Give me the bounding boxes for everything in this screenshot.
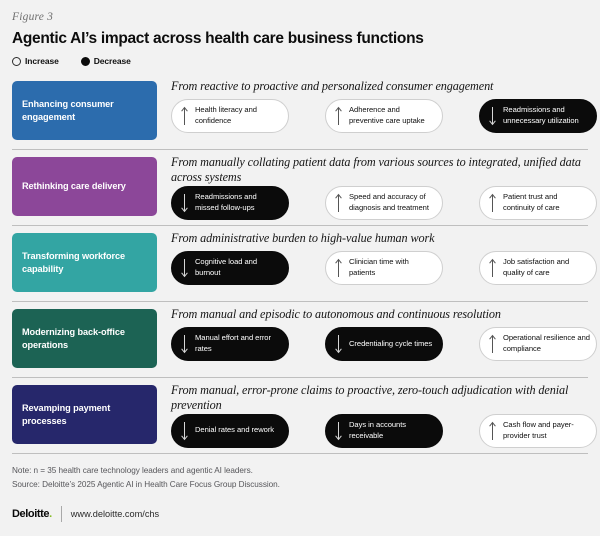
category-block-revamping-payment-processes[interactable]: Revamping payment processes [12,385,157,444]
impact-pill-label: Adherence and preventive care uptake [349,105,425,125]
shift-statement: From manually collating patient data fro… [171,155,581,184]
impact-pill-increase[interactable]: Clinician time with patients [325,250,443,285]
impact-pill-increase[interactable]: Job satisfaction and quality of care [479,250,597,285]
arrow-up-icon [335,106,342,125]
impact-pill-decrease[interactable]: Readmissions and missed follow-ups [171,185,289,220]
shift-statement: From manual and episodic to autonomous a… [171,307,501,321]
category-label: Modernizing back-office operations [22,327,125,350]
arrow-down-icon [335,421,342,440]
table-row: Rethinking care delivery From manually c… [12,149,597,225]
arrow-up-icon [489,334,496,353]
deloitte-logo: Deloitte. [12,508,52,520]
arrow-down-icon [181,334,188,354]
impact-pill-label: Credentialing cycle times [349,338,433,348]
category-label: Enhancing consumer engagement [22,99,114,122]
impact-pill-decrease[interactable]: Days in accounts receivable [325,413,443,448]
row-body: From administrative burden to high-value… [157,226,597,285]
impact-pill-label: Days in accounts receivable [349,420,407,440]
deloitte-wordmark: Deloitte [12,507,50,520]
rows-container: Enhancing consumer engagement From react… [12,74,597,454]
impact-pill-increase[interactable]: Patient trust and continuity of care [479,185,597,220]
impact-pill-increase[interactable]: Operational resilience and compliance [479,326,597,361]
category-label: Revamping payment processes [22,403,111,426]
divider [60,505,62,522]
category-label: Rethinking care delivery [22,181,126,192]
note-line: Note: n = 35 health care technology lead… [12,466,253,475]
impact-pill-label: Manual effort and error rates [195,333,271,353]
impact-pill-increase[interactable]: Cash flow and payer-provider trust [479,413,597,448]
row-body: From reactive to proactive and personali… [157,74,597,133]
arrow-up-icon [489,193,496,212]
impact-pill-decrease[interactable]: Readmissions and unnecessary utilization [479,98,597,133]
figure-title: Agentic AI’s impact across health care b… [12,30,424,47]
legend-item-decrease[interactable]: Decrease [80,56,131,66]
pill-group: Health literacy and confidence Adherence… [171,98,597,133]
category-block-transforming-workforce-capability[interactable]: Transforming workforce capability [12,233,157,292]
legend: Increase Decrease [12,56,588,66]
row-body: From manually collating patient data fro… [157,150,597,220]
impact-pill-label: Health literacy and confidence [195,105,257,125]
pill-group: Manual effort and error rates Credential… [171,326,597,361]
impact-pill-decrease[interactable]: Credentialing cycle times [325,326,443,361]
impact-pill-decrease[interactable]: Denial rates and rework [171,413,289,448]
arrow-down-icon [335,334,342,354]
deloitte-green-dot: . [49,507,52,520]
footnotes: Note: n = 35 health care technology lead… [12,464,588,493]
impact-pill-label: Patient trust and continuity of care [503,192,560,212]
impact-pill-label: Speed and accuracy of diagnosis and trea… [349,192,429,212]
impact-pill-increase[interactable]: Speed and accuracy of diagnosis and trea… [325,185,443,220]
category-label: Transforming workforce capability [22,251,125,274]
impact-pill-label: Cash flow and payer-provider trust [503,420,574,440]
legend-item-increase[interactable]: Increase [12,56,59,66]
pill-group: Readmissions and missed follow-ups Speed… [171,185,597,220]
legend-label-increase: Increase [25,56,59,66]
arrow-down-icon [181,421,188,440]
impact-pill-increase[interactable]: Adherence and preventive care uptake [325,98,443,133]
impact-pill-label: Readmissions and unnecessary utilization [503,105,579,125]
arrow-down-icon [489,106,496,126]
impact-pill-increase[interactable]: Health literacy and confidence [171,98,289,133]
impact-pill-label: Denial rates and rework [195,425,275,435]
figure-label: Figure 3 [12,11,54,23]
table-row: Transforming workforce capability From a… [12,225,597,301]
arrow-up-icon [489,421,496,440]
arrow-down-icon [181,193,188,212]
arrow-up-icon [335,193,342,212]
shift-statement: From reactive to proactive and personali… [171,79,494,93]
table-row: Enhancing consumer engagement From react… [12,74,597,149]
impact-pill-decrease[interactable]: Cognitive load and burnout [171,250,289,285]
impact-pill-label: Operational resilience and compliance [503,333,590,353]
table-row: Revamping payment processes From manual,… [12,377,597,453]
pill-group: Cognitive load and burnout Clinician tim… [171,250,597,285]
arrow-up-icon [181,106,188,125]
pill-group: Denial rates and rework Days in accounts… [171,413,597,448]
legend-label-decrease: Decrease [93,56,131,66]
source-line: Source: Deloitte’s 2025 Agentic AI in He… [12,480,280,490]
filled-circle-icon [80,56,90,66]
impact-pill-label: Job satisfaction and quality of care [503,257,570,277]
category-block-rethinking-care-delivery[interactable]: Rethinking care delivery [12,157,157,216]
impact-pill-label: Clinician time with patients [349,257,409,277]
row-body: From manual and episodic to autonomous a… [157,302,597,361]
arrow-down-icon [181,258,188,278]
impact-pill-label: Readmissions and missed follow-ups [195,192,257,212]
shift-statement: From manual, error-prone claims to proac… [171,383,569,412]
brand-url[interactable]: www.deloitte.com/chs [70,508,160,519]
impact-pill-decrease[interactable]: Manual effort and error rates [171,326,289,361]
table-row: Modernizing back-office operations From … [12,301,597,377]
arrow-up-icon [489,258,496,277]
category-block-enhancing-consumer-engagement[interactable]: Enhancing consumer engagement [12,81,157,140]
impact-pill-label: Cognitive load and burnout [195,257,258,277]
arrow-up-icon [335,258,342,277]
brand-bar: Deloitte. www.deloitte.com/chs [12,505,588,522]
open-circle-icon [12,56,21,66]
shift-statement: From administrative burden to high-value… [171,231,435,245]
category-block-modernizing-back-office-operations[interactable]: Modernizing back-office operations [12,309,157,368]
row-body: From manual, error-prone claims to proac… [157,378,597,448]
